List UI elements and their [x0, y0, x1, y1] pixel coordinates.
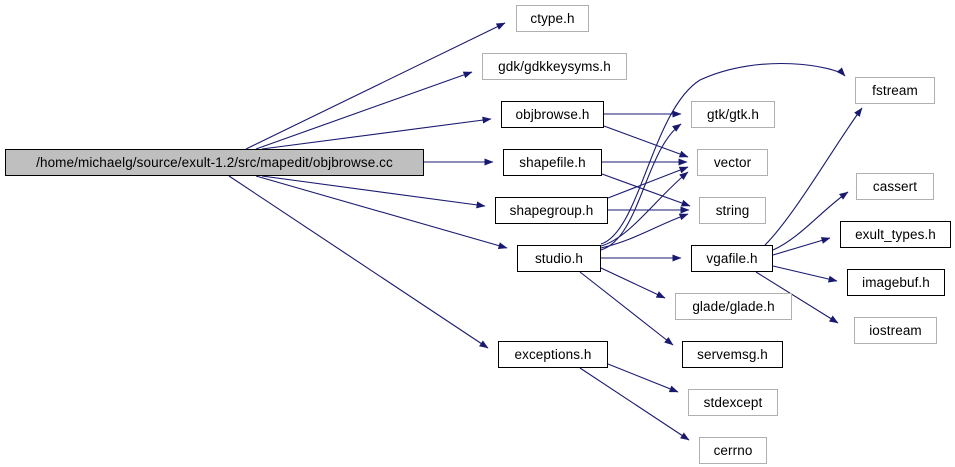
- graph-node-shapegroup-h[interactable]: shapegroup.h: [495, 197, 608, 224]
- graph-node-label: exult_types.h: [855, 226, 936, 242]
- edge-studio-to-string: [600, 213, 689, 249]
- graph-node-label: stdexcept: [703, 394, 763, 410]
- graph-node-label: iostream: [869, 322, 922, 338]
- graph-node-cassert[interactable]: cassert: [856, 173, 934, 200]
- graph-node-label: ctype.h: [530, 10, 575, 26]
- edge-vgafile-to-exult-types: [772, 237, 831, 256]
- edge-vgafile-to-iostream: [755, 271, 839, 324]
- edge-shapefile-to-string: [601, 173, 691, 207]
- graph-node-label: shapefile.h: [519, 154, 586, 170]
- edge-root-to-objbrowse: [261, 116, 492, 150]
- edge-root-to-gdkkeysyms: [255, 71, 473, 150]
- edge-vgafile-to-fstream: [764, 107, 863, 246]
- edge-studio-to-glade: [600, 267, 666, 299]
- graph-node-label: vector: [713, 154, 752, 170]
- graph-node-ctype[interactable]: ctype.h: [516, 5, 589, 32]
- graph-node-label: studio.h: [534, 250, 584, 266]
- edge-vgafile-to-imagebuf: [772, 265, 838, 283]
- graph-node-glade-glade-h[interactable]: glade/glade.h: [675, 293, 792, 320]
- graph-node-objbrowse-h[interactable]: objbrowse.h: [501, 101, 604, 128]
- graph-node-label: /home/michaelg/source/exult-1.2/src/mape…: [36, 154, 393, 170]
- graph-node-label: imagebuf.h: [862, 274, 930, 290]
- graph-node-label: servemsg.h: [697, 346, 768, 362]
- graph-node-label: cerrno: [713, 442, 753, 458]
- edge-studio-to-gtk: [600, 123, 682, 251]
- graph-node-exult-types-h[interactable]: exult_types.h: [840, 221, 951, 248]
- graph-node-stdexcept[interactable]: stdexcept: [688, 389, 778, 416]
- graph-node-label: objbrowse.h: [515, 106, 590, 122]
- edge-exceptions-to-cerrno: [579, 367, 690, 441]
- graph-node-fstream[interactable]: fstream: [855, 77, 935, 104]
- graph-node-label: cassert: [872, 178, 918, 194]
- graph-node-label: vgafile.h: [706, 250, 758, 266]
- graph-node-label: glade/glade.h: [692, 298, 775, 314]
- graph-node-iostream[interactable]: iostream: [854, 317, 937, 344]
- graph-node-vector[interactable]: vector: [697, 149, 768, 176]
- graph-node-label: fstream: [872, 82, 918, 98]
- graph-node-vgafile-h[interactable]: vgafile.h: [691, 245, 773, 272]
- graph-node-root[interactable]: /home/michaelg/source/exult-1.2/src/mape…: [5, 149, 424, 176]
- graph-node-label: exceptions.h: [514, 346, 592, 362]
- graph-node-servemsg-h[interactable]: servemsg.h: [682, 341, 783, 368]
- graph-node-label: shapegroup.h: [509, 202, 594, 218]
- graph-node-studio-h[interactable]: studio.h: [517, 245, 601, 272]
- edge-root-to-exceptions: [228, 175, 489, 349]
- graph-node-label: gdk/gdkkeysyms.h: [498, 58, 611, 74]
- graph-node-cerrno[interactable]: cerrno: [699, 437, 767, 464]
- edge-root-to-shapegroup: [261, 175, 486, 209]
- graph-node-gdkkeysyms[interactable]: gdk/gdkkeysyms.h: [482, 53, 627, 80]
- edge-vgafile-to-cassert: [772, 191, 849, 251]
- graph-node-gtk-gtk-h[interactable]: gtk/gtk.h: [691, 101, 775, 128]
- edge-studio-to-vector: [600, 171, 689, 247]
- edge-root-to-ctype: [245, 22, 506, 150]
- graph-node-label: string: [715, 202, 750, 218]
- edge-studio-to-servemsg: [579, 271, 674, 346]
- graph-node-label: gtk/gtk.h: [707, 106, 759, 122]
- edge-studio-to-fstream: [600, 62, 846, 245]
- graph-node-string[interactable]: string: [699, 197, 766, 224]
- graph-node-shapefile-h[interactable]: shapefile.h: [503, 149, 602, 176]
- edge-exceptions-to-stdexcept: [607, 363, 679, 393]
- edge-shapegroup-to-vector: [607, 166, 689, 199]
- graph-node-imagebuf-h[interactable]: imagebuf.h: [847, 269, 945, 296]
- graph-node-exceptions-h[interactable]: exceptions.h: [498, 341, 608, 368]
- edge-objbrowse-to-vector: [603, 125, 689, 158]
- edge-root-to-studio: [255, 175, 508, 250]
